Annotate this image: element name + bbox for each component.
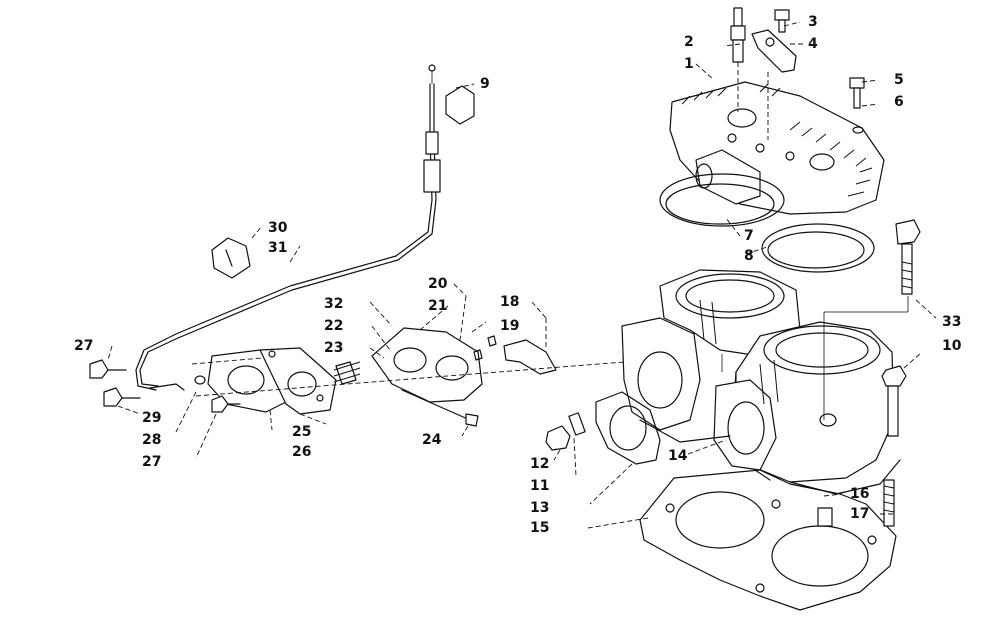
callout-12: 12	[530, 456, 549, 472]
callout-22: 22	[324, 318, 343, 334]
reed-valve	[333, 327, 483, 403]
callout-2: 2	[684, 34, 694, 50]
callout-18: 18	[500, 294, 519, 310]
bracket-bolt	[751, 9, 797, 140]
cylinder-nut	[881, 365, 907, 437]
callout-9: 9	[480, 76, 490, 92]
callout-24: 24	[422, 432, 442, 448]
callout-27-bottom: 27	[142, 454, 161, 470]
head-gasket-rings	[659, 173, 875, 273]
callout-16: 16	[850, 486, 869, 502]
callout-5: 5	[894, 72, 904, 88]
callout-1: 1	[684, 56, 694, 72]
throttle-bracket	[473, 335, 557, 375]
spark-plug	[730, 7, 746, 112]
cylinder-head	[669, 81, 885, 215]
leader-lines	[107, 21, 937, 529]
callout-21: 21	[428, 298, 447, 314]
callout-14: 14	[668, 448, 688, 464]
cable-clip	[445, 85, 475, 125]
callout-15: 15	[530, 520, 549, 536]
callout-17: 17	[850, 506, 869, 522]
long-stud	[823, 219, 921, 420]
cylinder-block	[621, 269, 901, 495]
callout-13: 13	[530, 500, 549, 516]
callout-6: 6	[894, 94, 904, 110]
callout-19: 19	[500, 318, 519, 334]
callout-30: 30	[268, 220, 288, 236]
banjo-fittings	[89, 359, 241, 413]
callout-11: 11	[530, 478, 549, 494]
callout-23: 23	[324, 340, 343, 356]
studs	[817, 479, 895, 527]
callout-32: 32	[324, 296, 343, 312]
callout-25: 25	[292, 424, 311, 440]
callout-29: 29	[142, 410, 161, 426]
long-bolt	[401, 389, 479, 427]
intake-housing	[207, 347, 337, 415]
callout-26: 26	[292, 444, 311, 460]
callout-8: 8	[744, 248, 754, 264]
callout-4: 4	[808, 36, 818, 52]
exhaust-gasket	[545, 391, 661, 465]
callout-27-top: 27	[74, 338, 93, 354]
callout-10: 10	[942, 338, 962, 354]
callout-31: 31	[268, 240, 287, 256]
callout-33: 33	[942, 314, 961, 330]
callout-7: 7	[744, 228, 754, 244]
head-bolt	[849, 77, 865, 134]
callout-20: 20	[428, 276, 448, 292]
callout-labels: 1 2 3 4 5 6 7 8 9 10 11 12 13 14 15 16 1…	[74, 14, 962, 536]
control-cable	[135, 64, 441, 391]
callout-28: 28	[142, 432, 161, 448]
cable-clamp	[211, 237, 251, 279]
callout-3: 3	[808, 14, 818, 30]
